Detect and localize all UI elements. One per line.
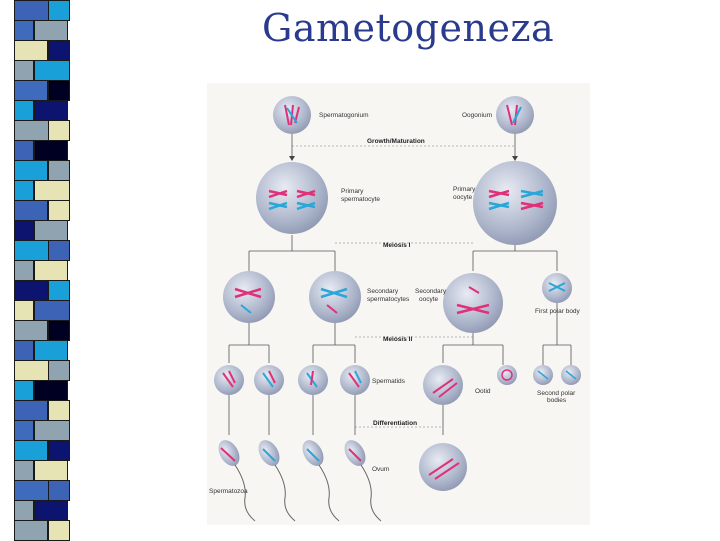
stripe-block	[48, 80, 70, 101]
stripe-block	[14, 220, 34, 241]
stripe-block	[14, 20, 34, 41]
stripe-block	[14, 520, 48, 541]
stripe-block	[14, 420, 34, 441]
stripe-block	[14, 200, 48, 221]
stripe-block	[48, 160, 70, 181]
diagram-svg: Spermatogonium Oogonium Growth/Maturatio…	[209, 96, 581, 522]
stripe-block	[48, 120, 70, 141]
stripe-block	[48, 480, 70, 501]
label-meiosis-2: Meiosis II	[383, 336, 412, 343]
slide-title: Gametogeneza	[262, 6, 555, 50]
stripe-block	[14, 160, 48, 181]
label-ootid: Ootid	[475, 388, 491, 395]
connector-lines	[228, 133, 572, 435]
label-secondary-oocyte-line1: Secondary	[415, 288, 447, 295]
stripe-block	[14, 460, 34, 481]
stripe-block	[48, 520, 70, 541]
stripe-block	[14, 300, 34, 321]
label-primary-spermatocyte-line2: spermatocyte	[341, 196, 380, 203]
secondary-oocyte-cell	[443, 273, 503, 333]
stripe-block	[48, 240, 70, 261]
stripe-block	[34, 500, 68, 521]
label-primary-oocyte-line1: Primary	[453, 186, 476, 193]
stripe-block	[14, 80, 48, 101]
secondary-spermatocyte-cell-1	[223, 271, 275, 323]
stripe-block	[14, 260, 34, 281]
stripe-block	[14, 180, 34, 201]
stripe-block	[14, 340, 34, 361]
stripe-block	[34, 300, 70, 321]
oogonium-cell	[496, 96, 534, 134]
label-primary-spermatocyte-line1: Primary	[341, 188, 364, 195]
first-polar-body-cell	[542, 273, 572, 303]
label-growth-maturation: Growth/Maturation	[367, 138, 425, 145]
stage-dividers	[292, 145, 515, 428]
label-secondary-spermatocytes-line1: Secondary	[367, 288, 399, 295]
stripe-block	[34, 380, 68, 401]
stripe-block	[48, 200, 70, 221]
label-differentiation: Differentiation	[373, 420, 417, 427]
diagram-labels: Spermatogonium Oogonium Growth/Maturatio…	[209, 112, 581, 495]
label-first-polar-body: First polar body	[535, 308, 581, 315]
stripe-block	[14, 400, 48, 421]
label-meiosis-1: Meiosis I	[383, 242, 411, 249]
label-second-polar-bodies-line1: Second polar	[537, 390, 576, 397]
stripe-block	[14, 500, 34, 521]
label-secondary-spermatocytes-line2: spermatocytes	[367, 296, 410, 303]
label-primary-oocyte-line2: oocyte	[453, 194, 473, 201]
gametogenesis-diagram: Spermatogonium Oogonium Growth/Maturatio…	[207, 83, 590, 525]
stripe-block	[48, 440, 70, 461]
spermatozoa-cells	[218, 440, 382, 522]
label-second-polar-bodies-line2: bodies	[547, 397, 567, 404]
secondary-spermatocyte-cell-2	[309, 271, 361, 323]
label-spermatogonium: Spermatogonium	[319, 112, 369, 119]
stripe-block	[14, 440, 48, 461]
stripe-block	[34, 420, 70, 441]
label-oogonium: Oogonium	[462, 112, 492, 119]
stripe-block	[34, 460, 68, 481]
label-ovum: Ovum	[372, 466, 389, 473]
stripe-block	[48, 0, 70, 21]
stripe-block	[34, 220, 68, 241]
label-spermatids: Spermatids	[372, 378, 406, 385]
stripe-block	[34, 180, 70, 201]
spermatid-cells	[214, 365, 370, 395]
stripe-block	[48, 280, 70, 301]
stripe-block	[34, 100, 68, 121]
stripe-block	[14, 380, 34, 401]
stripe-block	[14, 280, 48, 301]
stripe-block	[48, 400, 70, 421]
decorative-stripe	[14, 0, 70, 541]
stripe-block	[34, 260, 68, 281]
spermatogonium-cell	[273, 96, 311, 134]
stripe-block	[34, 60, 70, 81]
stripe-block	[14, 140, 34, 161]
stripe-block	[34, 340, 68, 361]
primary-oocyte-cell	[473, 161, 557, 245]
label-spermatozoa: Spermatozoa	[209, 488, 248, 495]
ootid-cell	[423, 365, 463, 405]
stripe-block	[48, 40, 70, 61]
primary-spermatocyte-cell	[256, 162, 328, 234]
stripe-block	[34, 20, 68, 41]
stripe-block	[14, 60, 34, 81]
stripe-block	[48, 320, 70, 341]
ovum-cell	[419, 443, 467, 491]
stripe-block	[34, 140, 68, 161]
label-secondary-oocyte-line2: oocyte	[419, 296, 439, 303]
arrowheads	[289, 156, 518, 161]
stripe-block	[48, 360, 70, 381]
stripe-block	[14, 40, 48, 61]
stripe-block	[14, 100, 34, 121]
stripe-block	[14, 320, 48, 341]
second-polar-body-cells	[497, 365, 581, 385]
